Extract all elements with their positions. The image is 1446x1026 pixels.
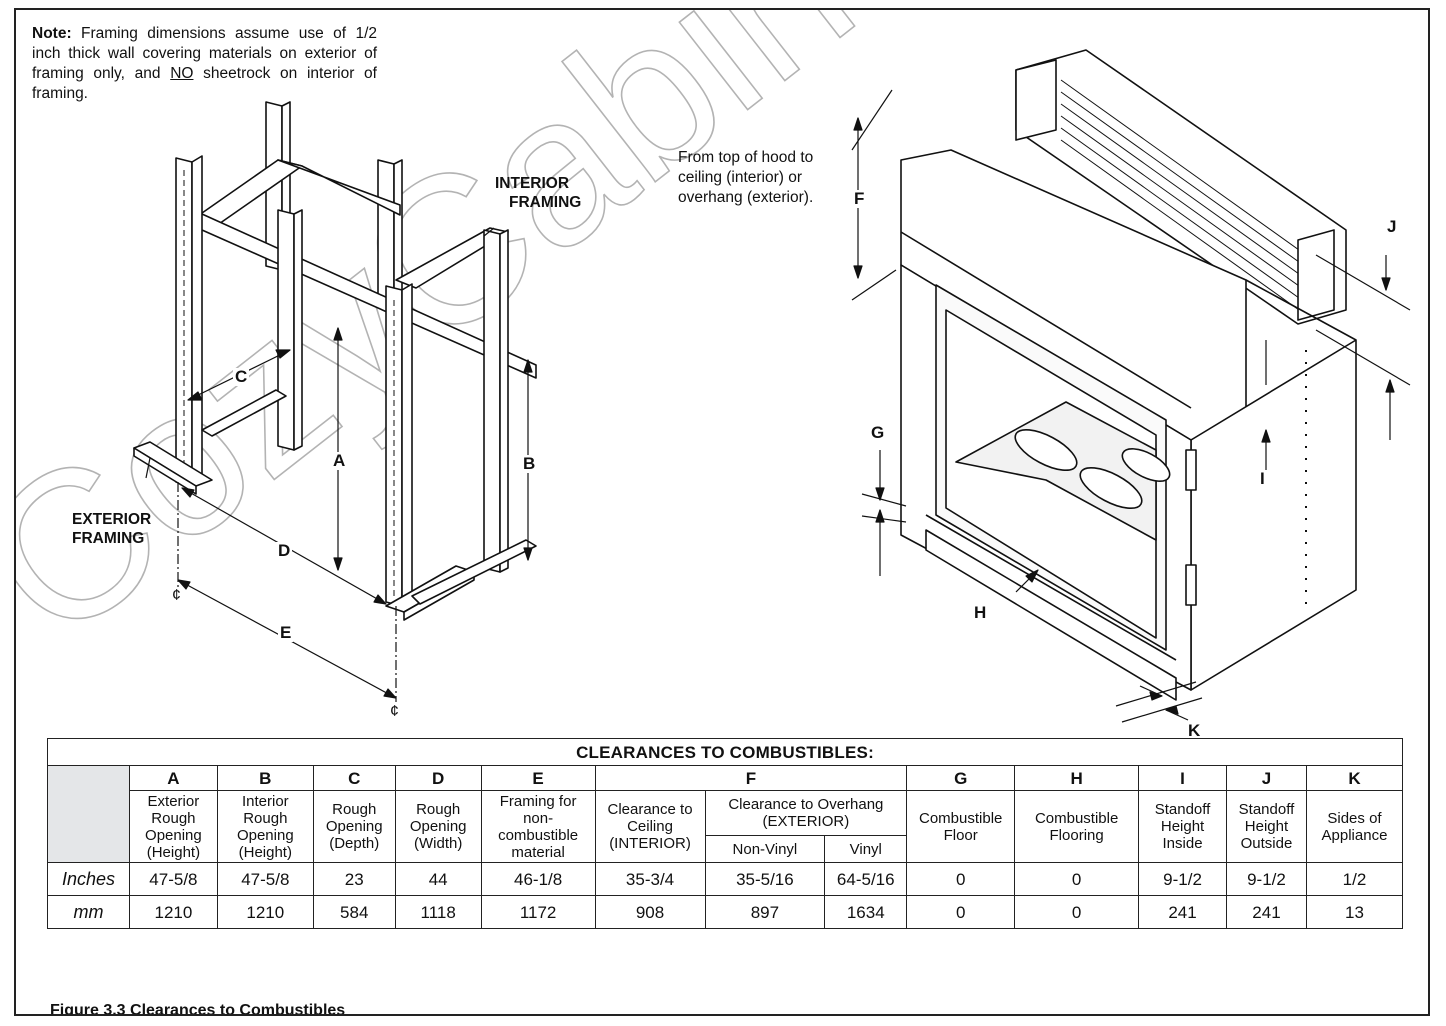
desc-b: Interior Rough Opening (Height) [216, 790, 314, 863]
centerline-left: ¢ [172, 587, 181, 604]
cell-value: 0 [906, 895, 1016, 929]
hood-note: From top of hood to ceiling (interior) o… [678, 148, 813, 208]
desc-e: Framing for non-combustible material [480, 790, 596, 863]
note-emphasis: NO [170, 65, 194, 82]
note-label: Note: [32, 25, 72, 42]
desc-k: Sides of Appliance [1305, 790, 1404, 863]
dim-label-d: D [276, 541, 293, 560]
header-i: I [1138, 765, 1227, 791]
unit-label: Inches [47, 862, 130, 896]
header-letters-row: A B C D E F G H I J K [47, 765, 1404, 863]
cell-value: 23 [312, 862, 396, 896]
middle-post [277, 209, 303, 451]
cell-value: 1210 [216, 895, 314, 929]
exterior-framing-label: EXTERIOR FRAMING [72, 510, 151, 548]
desc-f-overhang: Clearance to Overhang (EXTERIOR) [704, 790, 908, 836]
dim-label-g: G [869, 423, 887, 442]
centerline-right: ¢ [390, 703, 399, 720]
desc-h: Combustible Flooring [1014, 790, 1140, 863]
header-descriptions-row: Exterior Rough Opening (Height) Interior… [48, 790, 1404, 863]
header-d: D [394, 765, 482, 791]
cell-value: 1634 [824, 895, 908, 929]
figure-caption: Figure 3.3 Clearances to Combustibles [50, 1002, 346, 1016]
cell-value: 64-5/16 [824, 862, 908, 896]
table-title: CLEARANCES TO COMBUSTIBLES: [47, 738, 1403, 766]
note-text-after: sheetrock on interior of framing. [32, 65, 377, 102]
desc-a: Exterior Rough Opening (Height) [128, 790, 218, 863]
cell-value: 1210 [128, 895, 218, 929]
cell-value: 35-5/16 [704, 862, 826, 896]
dim-label-h: H [972, 603, 989, 622]
interior-label-line2: FRAMING [509, 194, 582, 211]
cell-value: 35-3/4 [594, 862, 706, 896]
unit-label: mm [47, 895, 130, 929]
cell-value: 241 [1226, 895, 1307, 929]
note-text-before: Framing dimensions assume use of 1/2 inc… [32, 25, 377, 82]
header-e: E [480, 765, 596, 791]
framing-note: Note: Framing dimensions assume use of 1… [32, 24, 377, 104]
interior-framing-post [483, 229, 509, 573]
cell-value: 1118 [394, 895, 482, 929]
front-left-post [175, 155, 203, 487]
dim-label-j: J [1385, 217, 1399, 236]
cell-value: 0 [1014, 862, 1140, 896]
header-j: J [1226, 765, 1307, 791]
hood-note-line2: ceiling (interior) or [678, 169, 803, 186]
dim-label-e: E [278, 623, 294, 642]
figure-frame: CozyCabin.com Note: Framing dimensions a… [14, 8, 1430, 1016]
cell-value: 897 [704, 895, 826, 929]
hood-note-line1: From top of hood to [678, 149, 814, 166]
interior-framing-label: INTERIOR FRAMING [495, 174, 581, 212]
desc-d: Rough Opening (Width) [394, 790, 482, 863]
header-k: K [1305, 765, 1404, 791]
cell-value: 47-5/8 [216, 862, 314, 896]
dim-label-b: B [521, 454, 538, 473]
exterior-label-line1: EXTERIOR [72, 511, 152, 528]
header-f: F [594, 765, 908, 791]
desc-f-nonvinyl: Non-Vinyl [704, 835, 826, 863]
desc-f-vinyl: Vinyl [824, 835, 908, 863]
header-a: A [128, 765, 218, 791]
desc-i: Standoff Height Inside [1138, 790, 1227, 863]
table-row-mm: mm 1210 1210 584 1118 1172 908 897 1634 … [47, 895, 1404, 929]
header-h: H [1014, 765, 1140, 791]
cell-value: 1/2 [1305, 862, 1404, 896]
dim-label-c: C [233, 367, 250, 386]
dim-label-f: F [852, 189, 867, 208]
desc-j: Standoff Height Outside [1226, 790, 1307, 863]
dim-label-i: I [1258, 469, 1267, 488]
cell-value: 1172 [480, 895, 596, 929]
hood-note-line3: overhang (exterior). [678, 189, 814, 206]
clearances-table: CLEARANCES TO COMBUSTIBLES: A B C D E F … [47, 738, 1404, 929]
dim-label-k: K [1186, 721, 1203, 740]
desc-c: Rough Opening (Depth) [312, 790, 396, 863]
dim-label-a: A [331, 451, 348, 470]
desc-g: Combustible Floor [906, 790, 1016, 863]
interior-label-line1: INTERIOR [495, 175, 570, 192]
exterior-label-line2: FRAMING [72, 530, 145, 547]
cell-value: 13 [1305, 895, 1404, 929]
header-c: C [312, 765, 396, 791]
desc-f-ceiling: Clearance to Ceiling (INTERIOR) [594, 790, 706, 863]
top-duct [1015, 49, 1347, 325]
cell-value: 908 [594, 895, 706, 929]
framing-diagram [133, 101, 537, 702]
cell-value: 0 [1014, 895, 1140, 929]
blank-corner-cell [47, 765, 130, 863]
header-b: B [216, 765, 314, 791]
cell-value: 47-5/8 [128, 862, 218, 896]
cell-value: 241 [1138, 895, 1227, 929]
table-row-inches: Inches 47-5/8 47-5/8 23 44 46-1/8 35-3/4… [47, 862, 1404, 896]
cell-value: 44 [394, 862, 482, 896]
cell-value: 46-1/8 [480, 862, 596, 896]
cell-value: 9-1/2 [1226, 862, 1307, 896]
appliance-diagram [851, 49, 1411, 723]
appliance-body [900, 149, 1357, 701]
cell-value: 0 [906, 862, 1016, 896]
cell-value: 9-1/2 [1138, 862, 1227, 896]
cell-value: 584 [312, 895, 396, 929]
header-g: G [906, 765, 1016, 791]
